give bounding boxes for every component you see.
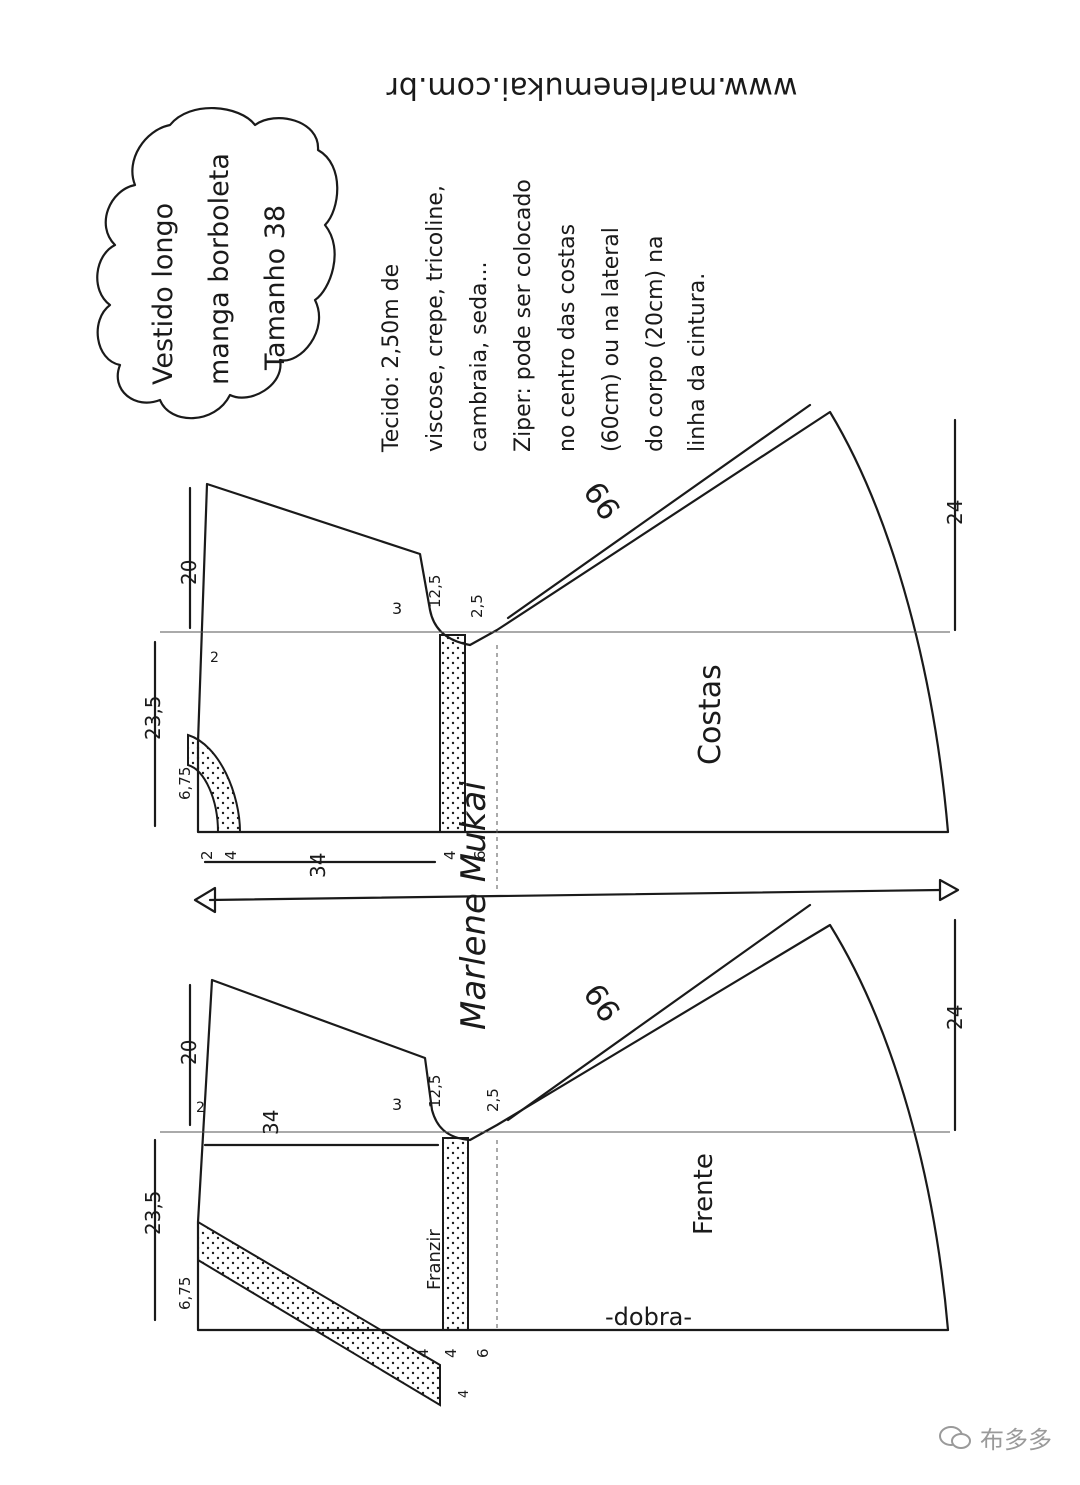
note-line-3: cambraia, seda... [467, 261, 492, 452]
back-dim-top: 20 [177, 486, 201, 630]
front-waist-band [442, 1137, 469, 1331]
back-dim-curve: 2,5 [468, 594, 486, 618]
back-dim-neck-depth: 6,75 [176, 767, 194, 800]
back-dim-top-text: 20 [177, 560, 201, 585]
back-dim-neck-side: 23,5 [141, 640, 165, 828]
note-line-8: linha da cintura. [685, 273, 710, 452]
front-dim-hem: 24 [943, 918, 967, 1132]
note-line-7: do corpo (20cm) na [643, 235, 668, 452]
notes-block: Tecido: 2,50m de viscose, crepe, tricoli… [379, 179, 710, 453]
back-dim-waist-b: 6 [471, 850, 489, 860]
signature: Marlene Mukai [454, 781, 494, 1030]
back-dim-neck-side-text: 23,5 [141, 695, 165, 740]
front-fold-label: -dobra- [605, 1303, 692, 1331]
watermark: 布多多 [938, 1420, 1052, 1455]
title-line-1: Vestido longo [148, 203, 179, 385]
front-dim-neck-side-text: 23,5 [141, 1190, 165, 1235]
back-dim-neck-w1: 2 [198, 850, 216, 860]
title-line-3: Tamanho 38 [260, 205, 291, 371]
back-dim-hem-text: 24 [943, 500, 967, 525]
back-dim-sleeve-a: 3 [392, 599, 402, 618]
note-line-6: (60cm) ou na lateral [599, 227, 624, 452]
front-label: Frente [689, 1153, 719, 1235]
note-line-2: viscose, crepe, tricoline, [423, 185, 448, 452]
note-line-4: Ziper: pode ser colocado [511, 179, 536, 452]
website-text: www.marlenemukai.com.br [386, 70, 798, 105]
back-piece: Costas 20 23,5 6,75 2 2 4 34 3 12,5 2,5 … [141, 403, 967, 890]
title-line-2: manga borboleta [204, 153, 235, 385]
front-dim-hem-text: 24 [943, 1005, 967, 1030]
front-dim-neck-side: 23,5 [141, 1138, 165, 1322]
note-line-5: no centro das costas [555, 224, 580, 452]
back-dim-length-text: 34 [306, 853, 330, 878]
front-dim-band-a: 4 [414, 1348, 432, 1358]
title-cloud: Vestido longo manga borboleta Tamanho 38 [96, 106, 339, 420]
note-line-1: Tecido: 2,50m de [379, 264, 404, 453]
front-neck-band [197, 1220, 441, 1407]
front-dim-neck-depth: 6,75 [176, 1277, 194, 1310]
front-dim-top-text: 20 [177, 1040, 201, 1065]
front-dim-length-text: 34 [259, 1110, 283, 1135]
front-dim-waist-b: 6 [474, 1348, 492, 1358]
watermark-text: 布多多 [980, 1426, 1052, 1454]
front-outline [196, 923, 950, 1332]
back-label: Costas [693, 664, 728, 765]
back-dim-waist-a: 4 [441, 850, 459, 860]
grain-arrow [193, 878, 960, 914]
front-dim-band-c: 4 [457, 1390, 472, 1398]
back-dim-sleeve-b: 12,5 [426, 575, 444, 608]
front-dim-diag: 99 [506, 903, 812, 1122]
front-piece: Frente Franzir -dobra- 20 2 23,5 6,75 34… [141, 903, 967, 1407]
back-dim-hem: 24 [943, 418, 967, 632]
front-dim-sleeve-a: 3 [392, 1095, 402, 1114]
back-dim-armhole: 2 [210, 650, 219, 666]
front-dim-length: 34 [203, 1110, 440, 1147]
back-outline [196, 410, 950, 834]
front-dim-top: 20 [177, 983, 201, 1127]
front-dim-armhole: 2 [196, 1100, 205, 1116]
front-dim-sleeve-b: 12,5 [426, 1075, 444, 1108]
back-dim-length: 34 [203, 853, 437, 878]
front-dim-curve: 2,5 [484, 1088, 502, 1112]
front-gather-label: Franzir [424, 1229, 445, 1290]
front-dim-band-b: 4 [442, 1348, 460, 1358]
back-waist-band [439, 634, 466, 833]
wechat-icon [939, 1425, 971, 1449]
back-dim-diag-text: 99 [578, 474, 629, 525]
back-dim-neck-w2: 4 [222, 850, 240, 860]
back-neck-facing [187, 733, 242, 833]
front-dim-diag-text: 99 [578, 976, 629, 1027]
